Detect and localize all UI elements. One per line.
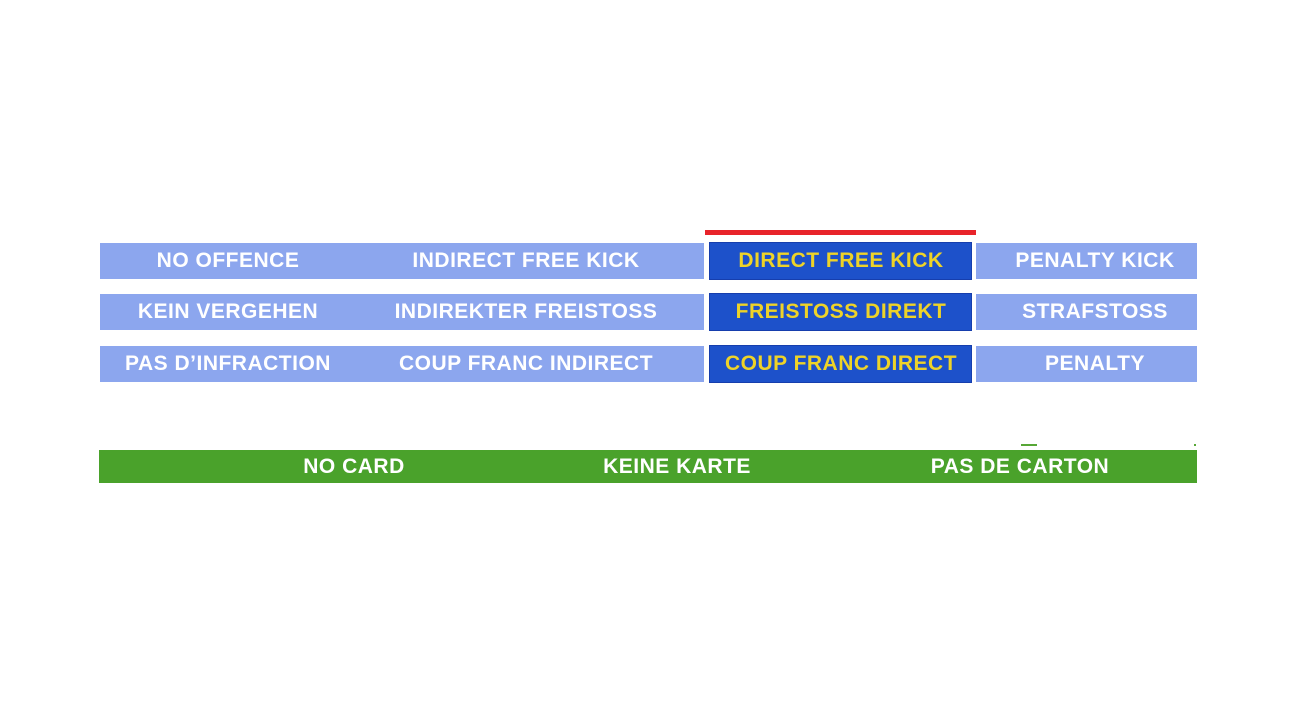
stray-dot xyxy=(1194,444,1196,446)
option-coup-franc-direct[interactable] xyxy=(709,345,972,383)
option-kein-vergehen[interactable]: KEIN VERGEHEN xyxy=(137,300,319,323)
option-pas-d-infraction[interactable]: PAS D’INFRACTION xyxy=(125,352,331,375)
option-keine-karte[interactable]: KEINE KARTE xyxy=(603,455,751,478)
row-fr-right-bar xyxy=(976,346,1197,382)
option-indirect-free-kick[interactable]: INDIRECT FREE KICK xyxy=(412,249,640,272)
option-pas-de-carton[interactable]: PAS DE CARTON xyxy=(930,455,1110,478)
row-fr-left-bar xyxy=(100,346,704,382)
row-en-right-bar xyxy=(976,243,1197,279)
option-no-card[interactable]: NO CARD xyxy=(303,455,405,478)
stray-mark xyxy=(1021,444,1037,446)
row-de-right-bar xyxy=(976,294,1197,330)
option-penalty-kick[interactable]: PENALTY KICK xyxy=(1015,249,1175,272)
option-direct-free-kick[interactable] xyxy=(709,242,972,280)
option-coup-franc-indirect[interactable]: COUP FRANC INDIRECT xyxy=(398,352,654,375)
option-direct-free-kick-label: DIRECT FREE KICK xyxy=(738,249,944,272)
option-indirekter-freistoss[interactable]: INDIREKTER FREISTOSS xyxy=(394,300,658,323)
row-de-left-bar xyxy=(100,294,704,330)
option-freistoss-direkt[interactable] xyxy=(709,293,972,331)
row-en-left-bar xyxy=(100,243,704,279)
option-no-offence[interactable]: NO OFFENCE xyxy=(156,249,300,272)
option-strafstoss[interactable]: STRAFSTOSS xyxy=(1022,300,1168,323)
option-penalty[interactable]: PENALTY xyxy=(1045,352,1145,375)
card-decision-bar xyxy=(99,450,1197,483)
option-coup-franc-direct-label: COUP FRANC DIRECT xyxy=(724,352,958,375)
selected-answer-indicator xyxy=(705,230,976,235)
option-freistoss-direkt-label: FREISTOSS DIREKT xyxy=(735,300,947,323)
